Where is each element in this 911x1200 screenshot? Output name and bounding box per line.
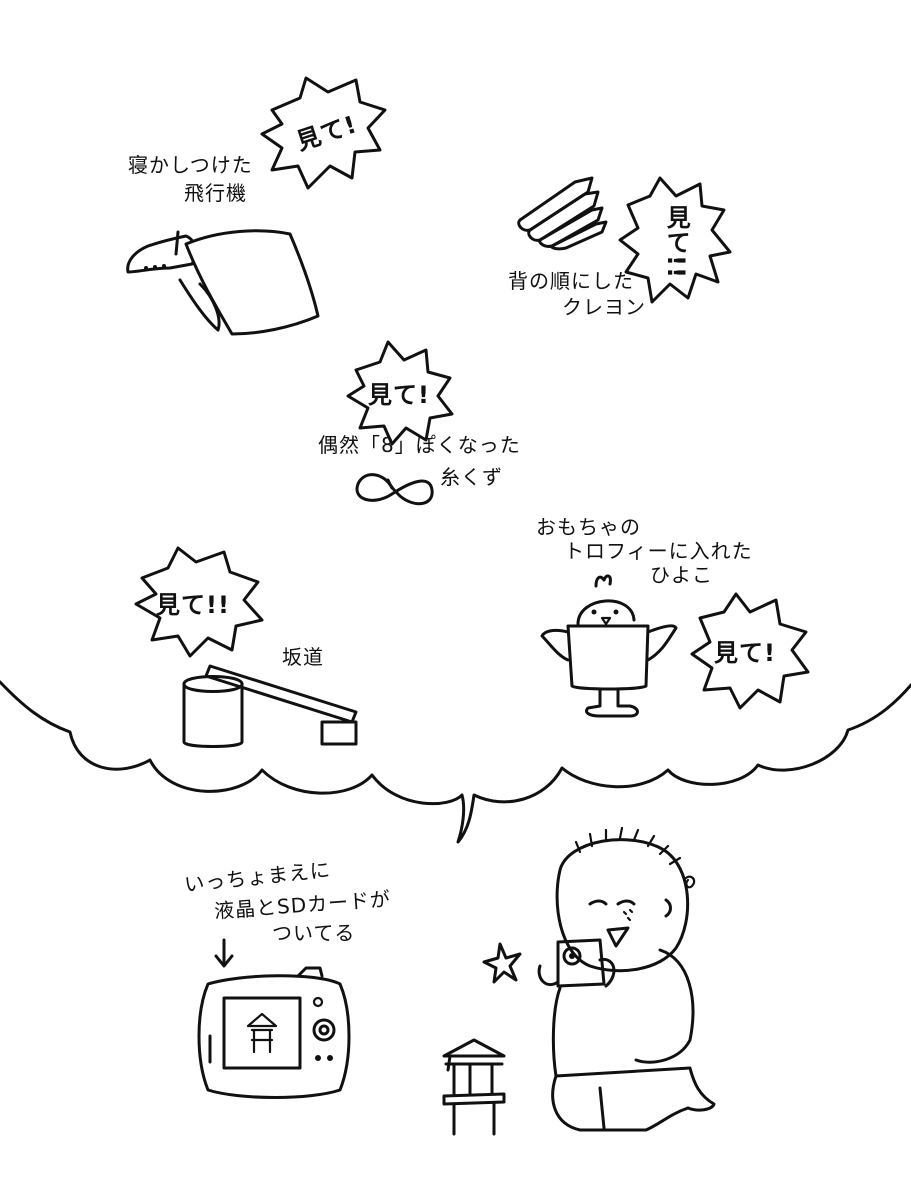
block-tower [442, 1038, 506, 1136]
burst-crayon-text: 見て!! [662, 205, 691, 279]
camera-caption-line3: ついてる [272, 921, 356, 945]
chick-caption-line3: ひよこ [650, 563, 713, 587]
slope-toy [182, 664, 358, 748]
string-caption-line1: 偶然「8」ぽくなった [318, 433, 521, 457]
burst-slope [134, 546, 264, 658]
chick-caption-line1: おもちゃの [536, 515, 641, 539]
string-caption-line2: 糸くず [440, 465, 503, 489]
chick-caption-line2: トロフィーに入れた [564, 539, 753, 563]
burst-slope-text: 見て!! [156, 591, 230, 619]
figure-eight-string [355, 473, 434, 506]
burst-string-text: 見て! [368, 381, 430, 409]
crayons [517, 176, 608, 251]
burst-crayon [618, 176, 732, 304]
airplane-in-bed [126, 229, 320, 336]
burst-airplane [260, 76, 387, 190]
toy-camera [197, 938, 351, 1099]
chick-in-trophy [540, 574, 678, 718]
crayon-caption-line1: 背の順にした [508, 269, 634, 293]
burst-chick [690, 592, 810, 710]
child-with-camera [537, 826, 716, 1132]
burst-string [346, 340, 454, 446]
sparkle-icon [482, 942, 522, 984]
burst-chick-text: 見て! [714, 639, 776, 667]
airplane-caption-line1: 寝かしつけた [128, 153, 253, 177]
slope-label: 坂道 [282, 645, 324, 669]
airplane-caption-line2: 飛行機 [184, 181, 247, 205]
thought-cloud-outline [0, 680, 911, 844]
crayon-caption-line2: クレヨン [562, 295, 646, 319]
